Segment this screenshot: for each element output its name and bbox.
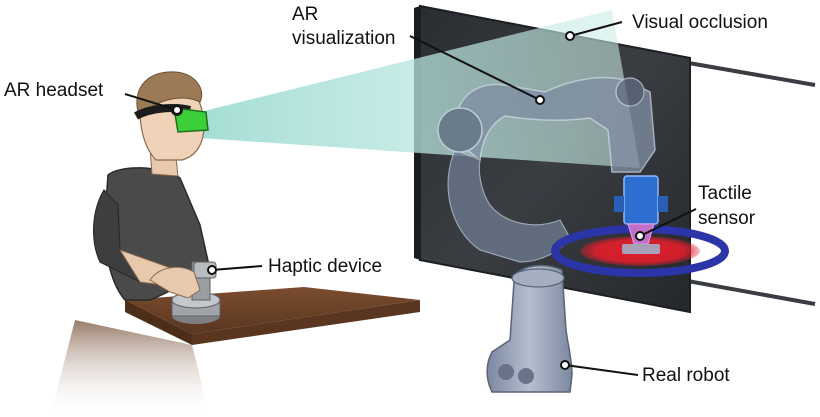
callout-dots [172, 31, 645, 370]
label-real-robot: Real robot [642, 365, 730, 386]
operator-right-hand [149, 266, 201, 299]
label-ar-visualization-line2: visualization [292, 28, 396, 49]
label-haptic-device: Haptic device [268, 256, 382, 277]
callout-lines [124, 21, 697, 376]
label-ar-visualization-line1: AR [292, 4, 318, 25]
label-tactile-sensor-line1: Tactile [698, 183, 752, 204]
table [50, 287, 420, 417]
operator-person [93, 71, 211, 301]
ar-robot-visualization [437, 76, 656, 263]
label-ar-headset: AR headset [4, 80, 104, 101]
label-tactile-sensor-line2: sensor [698, 208, 756, 229]
real-robot [486, 264, 573, 393]
ar-projection-beam [200, 10, 640, 168]
label-visual-occlusion: Visual occlusion [632, 12, 768, 33]
